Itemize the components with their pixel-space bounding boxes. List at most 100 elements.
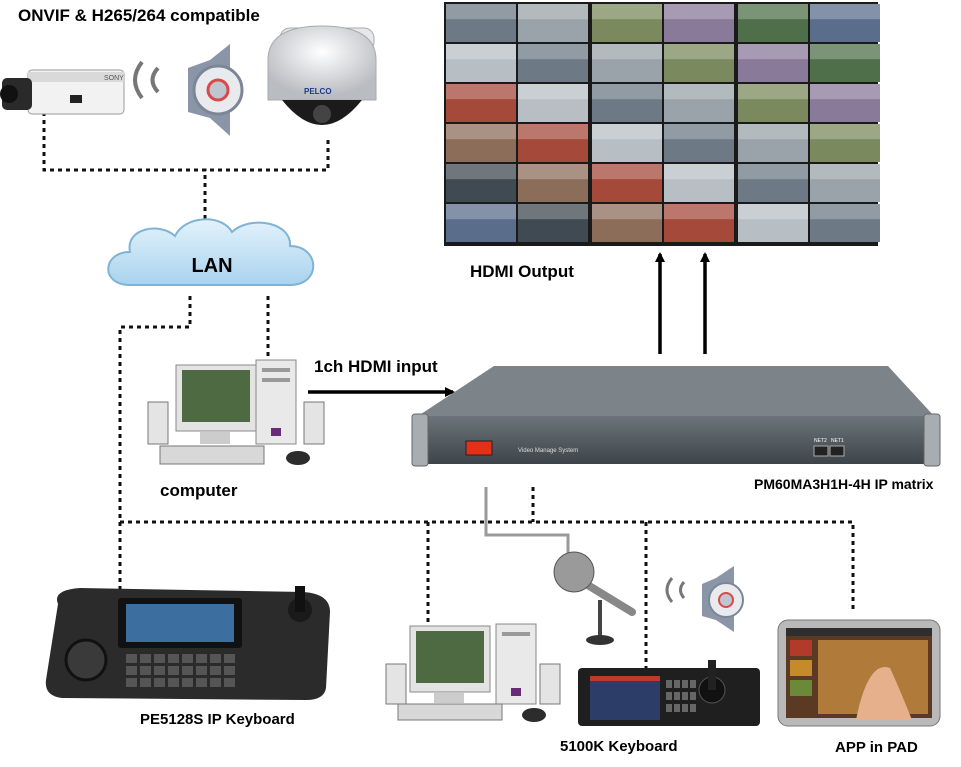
video-tile-highlight — [664, 84, 734, 100]
keyboard-key — [126, 666, 137, 675]
pe-keyboard-label: PE5128S IP Keyboard — [140, 711, 295, 728]
port-net1: NET1 — [831, 438, 844, 444]
video-tile-highlight — [518, 44, 588, 60]
video-tile-highlight — [592, 124, 662, 140]
pe5128s-keyboard — [45, 586, 331, 700]
video-tile-highlight — [738, 124, 808, 140]
power-switch — [465, 440, 493, 456]
video-tile — [810, 164, 880, 202]
video-tile — [518, 4, 588, 42]
video-tile — [664, 84, 734, 122]
video-tile — [446, 204, 516, 242]
video-tile — [738, 4, 808, 42]
video-tile — [810, 4, 880, 42]
keyboard-key — [674, 680, 680, 688]
video-tile — [738, 84, 808, 122]
video-tile — [592, 204, 662, 242]
video-tile-highlight — [592, 4, 662, 20]
video-tile-highlight — [664, 4, 734, 20]
video-tile-highlight — [810, 4, 880, 20]
video-tile — [810, 124, 880, 162]
5100k-keyboard — [578, 660, 760, 726]
video-tile — [446, 164, 516, 202]
video-tile — [810, 204, 880, 242]
port-net2: NET2 — [814, 438, 827, 444]
keyboard-key — [126, 678, 137, 687]
video-tile-highlight — [810, 124, 880, 140]
keyboard-key — [168, 666, 179, 675]
keyboard-key — [210, 666, 221, 675]
video-tile — [592, 164, 662, 202]
microphone — [553, 551, 636, 645]
video-tile — [810, 44, 880, 82]
speaker-icon — [133, 44, 244, 136]
video-tile-highlight — [592, 204, 662, 220]
keyboard-key — [126, 654, 137, 663]
diagram-title: ONVIF & H265/264 compatible — [18, 6, 260, 25]
tablet-pad — [777, 619, 941, 727]
video-tile — [738, 124, 808, 162]
video-tile-highlight — [810, 44, 880, 60]
keyboard-key — [224, 678, 235, 687]
video-tile-highlight — [446, 84, 516, 100]
video-tile-highlight — [518, 124, 588, 140]
video-tile — [592, 124, 662, 162]
keyboard-key — [154, 666, 165, 675]
keyboard-key — [682, 704, 688, 712]
keyboard-key — [182, 678, 193, 687]
video-tile-highlight — [738, 164, 808, 180]
video-wall — [444, 2, 880, 246]
video-tile-highlight — [446, 164, 516, 180]
video-tile-highlight — [664, 204, 734, 220]
dome-brand: PELCO — [304, 87, 332, 96]
video-tile — [738, 164, 808, 202]
video-tile-highlight — [810, 204, 880, 220]
keyboard-key — [690, 680, 696, 688]
keyboard-key — [154, 678, 165, 687]
video-tile — [664, 124, 734, 162]
video-tile-highlight — [518, 204, 588, 220]
computer-label: computer — [160, 481, 238, 500]
video-tile-highlight — [664, 44, 734, 60]
keyboard-key — [666, 704, 672, 712]
video-tile-highlight — [738, 44, 808, 60]
video-tile — [518, 164, 588, 202]
video-tile-highlight — [518, 84, 588, 100]
link-camera-lan — [42, 112, 207, 232]
keyboard-key — [196, 666, 207, 675]
ip-matrix-unit: Video Manage System NET2 NET1 — [411, 366, 941, 467]
video-tile-highlight — [738, 4, 808, 20]
video-tile-highlight — [518, 4, 588, 20]
video-tile — [518, 204, 588, 242]
keyboard-key — [196, 654, 207, 663]
keyboard-key — [690, 704, 696, 712]
video-tile — [664, 164, 734, 202]
video-tile — [738, 204, 808, 242]
ptz-dome-camera: PELCO — [267, 25, 377, 125]
video-tile-highlight — [664, 164, 734, 180]
video-tile-highlight — [446, 124, 516, 140]
app-pad-label: APP in PAD — [835, 739, 918, 756]
video-tile-highlight — [592, 164, 662, 180]
computer-1 — [147, 359, 325, 465]
video-tile — [738, 44, 808, 82]
video-tile — [592, 84, 662, 122]
video-tile — [810, 84, 880, 122]
link-bus-main — [120, 520, 855, 612]
video-tile-highlight — [810, 84, 880, 100]
keyboard-key — [140, 654, 151, 663]
video-tile-highlight — [592, 84, 662, 100]
keyboard-key — [674, 692, 680, 700]
video-tile-highlight — [446, 44, 516, 60]
video-tile — [518, 84, 588, 122]
matrix-label: PM60MA3H1H-4H IP matrix — [754, 476, 934, 492]
keyboard-key — [140, 678, 151, 687]
keyboard-key — [182, 666, 193, 675]
keyboard-key — [210, 654, 221, 663]
video-tile — [664, 204, 734, 242]
video-tile — [664, 4, 734, 42]
video-tile — [446, 84, 516, 122]
network-links — [42, 112, 855, 668]
video-tile — [518, 124, 588, 162]
panel-text: Video Manage System — [518, 448, 578, 454]
